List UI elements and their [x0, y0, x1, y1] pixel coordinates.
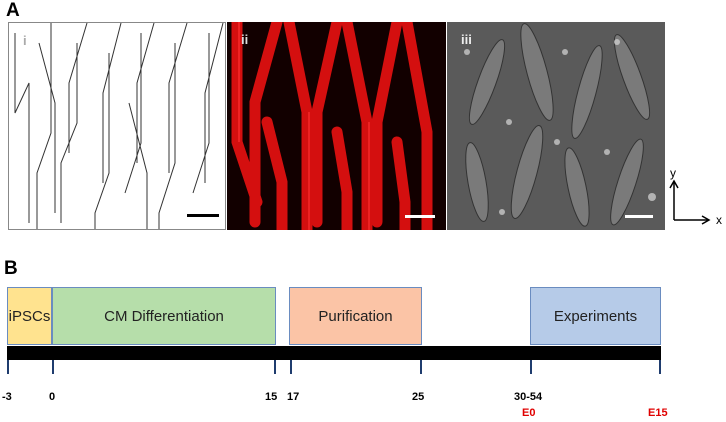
- scale-bar: [187, 214, 219, 217]
- y-axis-label: y: [670, 166, 676, 180]
- pattern-drawing-panel: i: [8, 22, 226, 230]
- panel-label-b: B: [4, 258, 18, 279]
- x-axis-label: x: [716, 213, 722, 227]
- phase-purification: Purification: [289, 287, 422, 345]
- timeline-tick: [7, 360, 9, 374]
- timeline-tick: [52, 360, 54, 374]
- phase-experiments: Experiments: [530, 287, 661, 345]
- tick-label: 25: [412, 391, 425, 403]
- experiment-day-label: E0: [522, 407, 536, 419]
- tick-label: 0: [49, 391, 56, 403]
- sub-label-i: i: [23, 33, 27, 48]
- panel-label-a: A: [6, 0, 20, 21]
- phase-label: iPSCs: [8, 307, 51, 325]
- tick-label: 30-54: [514, 391, 543, 403]
- chevron-pattern-drawing: [14, 23, 224, 229]
- tick-label: -3: [2, 391, 12, 403]
- timeline-tick: [274, 360, 276, 374]
- phase-label: CM Differentiation: [104, 307, 224, 325]
- phase-ipscs: iPSCs: [7, 287, 52, 345]
- phase-label: Experiments: [553, 307, 638, 325]
- timeline-tick: [290, 360, 292, 374]
- timeline-tick: [420, 360, 422, 374]
- phase-contrast-image-panel: iii: [447, 22, 665, 230]
- sub-label-ii: ii: [241, 32, 249, 47]
- fluorescence-image: [227, 22, 446, 230]
- experiment-day-label: E15: [648, 407, 668, 419]
- timeline-tick: [530, 360, 532, 374]
- sub-label-iii: iii: [461, 32, 472, 47]
- scale-bar: [625, 215, 653, 218]
- axes-indicator: [669, 179, 711, 225]
- phase-cm-differentiation: CM Differentiation: [52, 287, 276, 345]
- scale-bar: [405, 215, 435, 218]
- phase-label: Purification: [318, 307, 393, 325]
- tick-label: 17: [287, 391, 300, 403]
- timeline-tick: [659, 360, 661, 374]
- tick-label: 15: [265, 391, 278, 403]
- phase-contrast-image: [447, 22, 665, 230]
- timeline-bar: [7, 346, 661, 360]
- fluorescence-image-panel: ii: [227, 22, 446, 230]
